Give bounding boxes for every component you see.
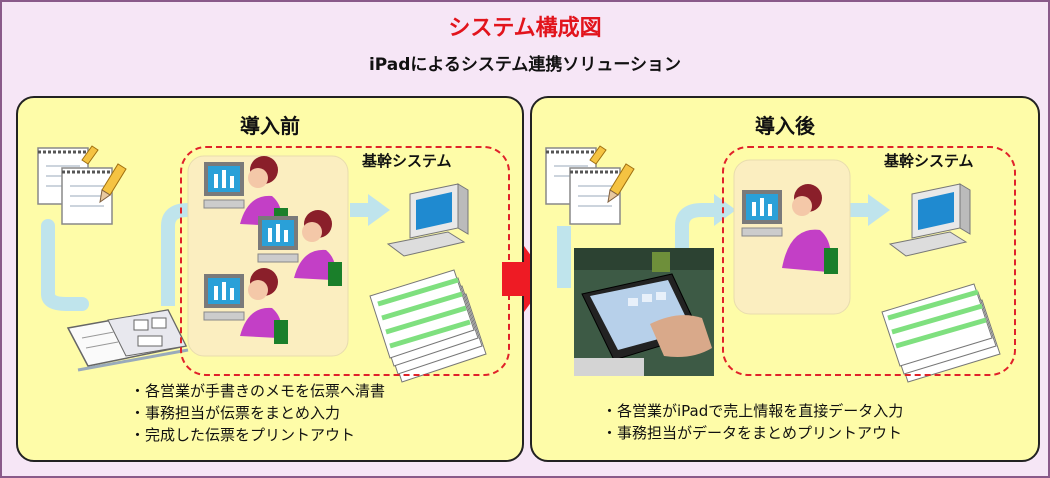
core-system-label: 基幹システム [884, 152, 974, 170]
core-system-label: 基幹システム [362, 152, 452, 170]
flow-arrow-head [868, 194, 890, 226]
diagram-subtitle: iPadによるシステム連携ソリューション [368, 55, 682, 75]
bullet-item: ・完成した伝票をプリントアウト [130, 426, 356, 444]
printout-stack-icon [881, 283, 1001, 383]
core-system-boundary [180, 146, 510, 376]
bullet-item: ・事務担当が伝票をまとめ入力 [130, 404, 341, 422]
computer-icon [386, 183, 469, 257]
flow-arrow [675, 203, 714, 274]
before-illustration [37, 145, 487, 383]
ipad-photo [574, 248, 714, 376]
pencil-icon [589, 145, 635, 204]
office-worker-icon [741, 184, 838, 274]
diagram-title: システム構成図 [448, 16, 602, 41]
office-worker-icon [257, 210, 342, 286]
flow-arrow [41, 219, 89, 311]
memo-pad-icon [37, 147, 113, 225]
after-panel: 導入後 [530, 96, 1040, 462]
bullet-item: ・各営業が手書きのメモを伝票へ清書 [130, 382, 386, 400]
before-bullet-list: ・各営業が手書きのメモを伝票へ清書 ・事務担当が伝票をまとめ入力 ・完成した伝票… [130, 380, 385, 446]
core-system-boundary [722, 146, 1016, 376]
printout-stack-icon [369, 269, 487, 383]
after-heading: 導入後 [755, 114, 815, 138]
flow-arrow-head [714, 194, 736, 226]
after-illustration [545, 145, 1001, 383]
computer-icon [888, 183, 971, 257]
office-worker-icon [203, 268, 288, 344]
transition-arrow-icon [502, 246, 548, 312]
ledger-book-icon [66, 309, 189, 372]
memo-pad-icon [545, 147, 621, 225]
bullet-item: ・事務担当がデータをまとめプリントアウト [602, 424, 903, 442]
flow-arrow-head [368, 194, 390, 226]
bullet-item: ・各営業がiPadで売上情報を直接データ入力 [602, 402, 904, 420]
pencil-icon [81, 145, 127, 204]
before-heading: 導入前 [240, 114, 300, 138]
before-panel: 導入前 [16, 96, 524, 462]
after-bullet-list: ・各営業がiPadで売上情報を直接データ入力 ・事務担当がデータをまとめプリント… [602, 400, 903, 444]
